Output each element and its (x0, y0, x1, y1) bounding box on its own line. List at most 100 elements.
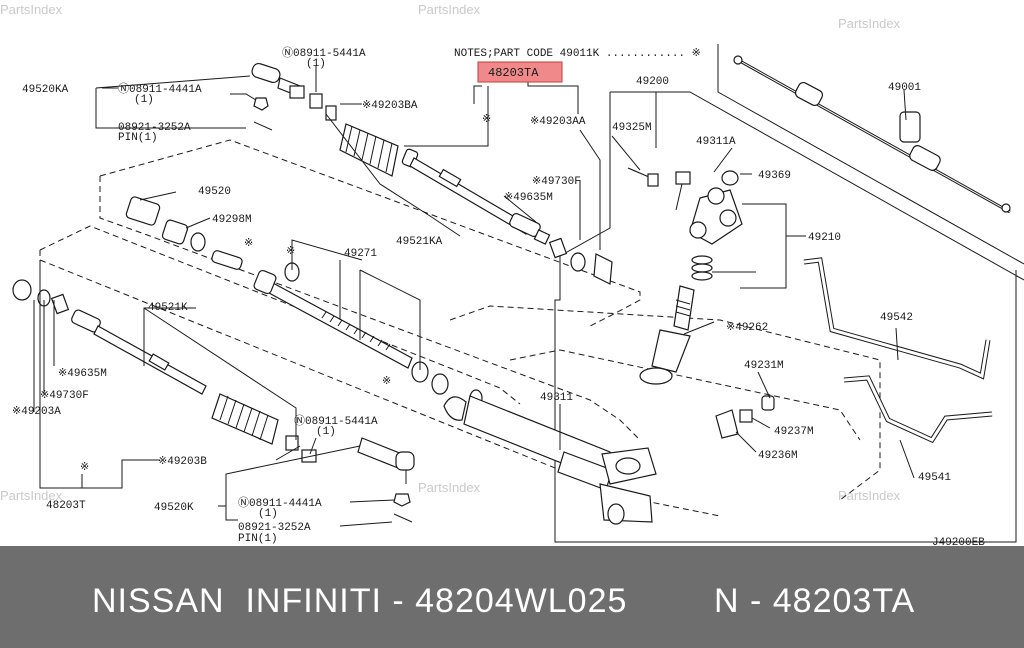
label-08911-5441A-top: Ⓝ08911-5441A (282, 46, 366, 60)
label-49200: 49200 (636, 76, 669, 88)
label-49236M: 49236M (758, 450, 798, 462)
label-49369: 49369 (758, 170, 791, 182)
leader (503, 195, 537, 223)
tube-49541-outer (843, 375, 993, 444)
castle-nut-lower (393, 493, 411, 507)
star-mark: ※ (286, 246, 295, 258)
leader (713, 147, 733, 173)
castle-nut-top (253, 97, 269, 111)
leader (359, 269, 421, 370)
label-qty-bot2: (1) (258, 508, 278, 520)
label-49271: 49271 (344, 248, 377, 260)
label-49203AA: ※49203AA (530, 116, 586, 128)
label-qty-bot: (1) (316, 426, 336, 438)
leader (349, 499, 395, 503)
banner-brand-part: NISSAN INFINITI - 48204WL025 (92, 582, 628, 620)
label-48203T: 48203T (46, 500, 86, 512)
label-49262: ※49262 (726, 322, 768, 334)
label-08911-5441A-bot: Ⓝ08911-5441A (294, 414, 378, 428)
label-49635M-top: ※49635M (504, 192, 553, 204)
tube-49542-inner (803, 258, 990, 379)
bushing-49520 (125, 196, 161, 226)
label-49521KA: 49521KA (396, 236, 443, 248)
label-49325M: 49325M (612, 122, 652, 134)
leader (735, 431, 757, 453)
lock-nut-lower (301, 449, 317, 463)
label-49520KA: 49520KA (22, 84, 69, 96)
inner-tie-rod-lower (71, 309, 207, 395)
title-banner: NISSAN INFINITI - 48204WL025 N - 48203TA (0, 546, 1024, 648)
bush-right (431, 373, 449, 395)
watermark: PartsIndex (838, 488, 901, 503)
watermark: PartsIndex (838, 16, 901, 31)
tie-rod-end-boot (289, 85, 305, 99)
clip-lower (285, 435, 299, 451)
leader (757, 371, 771, 399)
leader (325, 113, 461, 237)
leader (527, 82, 579, 114)
leader (903, 89, 907, 121)
tie-rod-end-top (251, 62, 281, 84)
washer-upper (548, 237, 568, 259)
star-mark: ※ (80, 462, 89, 474)
bolt-head (647, 173, 659, 187)
label-49520: 49520 (198, 186, 231, 198)
frame-line (610, 91, 1024, 281)
leader (899, 439, 915, 479)
dashed-outline (509, 349, 861, 441)
rack-assembly-49001 (733, 55, 1011, 214)
leader (185, 217, 211, 229)
leader (230, 93, 257, 101)
label-pin-bot: PIN(1) (238, 533, 278, 545)
bushing-49298M (161, 219, 189, 245)
ring-center (190, 232, 206, 252)
label-qty-top2: (1) (134, 94, 154, 106)
leader (39, 260, 160, 489)
watermark: PartsIndex (418, 480, 481, 495)
cotter-pin-top (253, 121, 273, 131)
label-08911-4441A-bot: Ⓝ08911-4441A (238, 496, 322, 510)
leader (139, 191, 177, 201)
label-49231M: 49231M (744, 360, 784, 372)
leader (95, 75, 251, 89)
label-08921-3252A-top: 08921-3252A (118, 122, 191, 134)
label-49521K: 49521K (148, 302, 188, 314)
boot-lower (211, 393, 279, 445)
dashed-outline (449, 305, 881, 501)
gear-housing-49311 (463, 395, 657, 525)
label-pin-top: PIN(1) (118, 132, 158, 144)
label-49237M: 49237M (774, 426, 814, 438)
pinion-49262 (639, 285, 695, 385)
label-49203BA: ※49203BA (362, 100, 418, 112)
valve-49210 (689, 187, 743, 245)
o-rings-49210 (691, 255, 713, 281)
dashed-outline (39, 225, 521, 405)
leader (473, 85, 482, 104)
leader (895, 327, 899, 361)
banner-oem-part: N - 48203TA (714, 582, 916, 620)
frame-line (717, 44, 1024, 265)
label-49210: 49210 (808, 232, 841, 244)
part-49237M (739, 409, 753, 423)
leader (291, 239, 363, 270)
label-49298M: 49298M (212, 214, 252, 226)
part-49236M (715, 409, 739, 439)
frame-line (554, 92, 1017, 543)
leader (275, 445, 301, 461)
leader (751, 417, 771, 429)
label-08911-4441A-top: Ⓝ08911-4441A (118, 82, 202, 96)
parts-diagram-svg: PartsIndex PartsIndex PartsIndex PartsIn… (0, 2, 1024, 546)
label-49001: 49001 (888, 82, 921, 94)
notes-label: NOTES;PART CODE 49011K ............ ※ (454, 48, 701, 60)
star-mark: ※ (244, 238, 253, 250)
watermark: PartsIndex (0, 488, 63, 503)
label-49635M-bot: ※49635M (58, 368, 107, 380)
leader (218, 505, 238, 521)
bracket-rack (443, 396, 467, 421)
leader (143, 307, 297, 440)
label-qty-top: (1) (306, 58, 326, 70)
leader (683, 321, 715, 335)
leader (740, 203, 787, 289)
boot-upper (339, 123, 399, 177)
ring-upper (570, 252, 586, 272)
